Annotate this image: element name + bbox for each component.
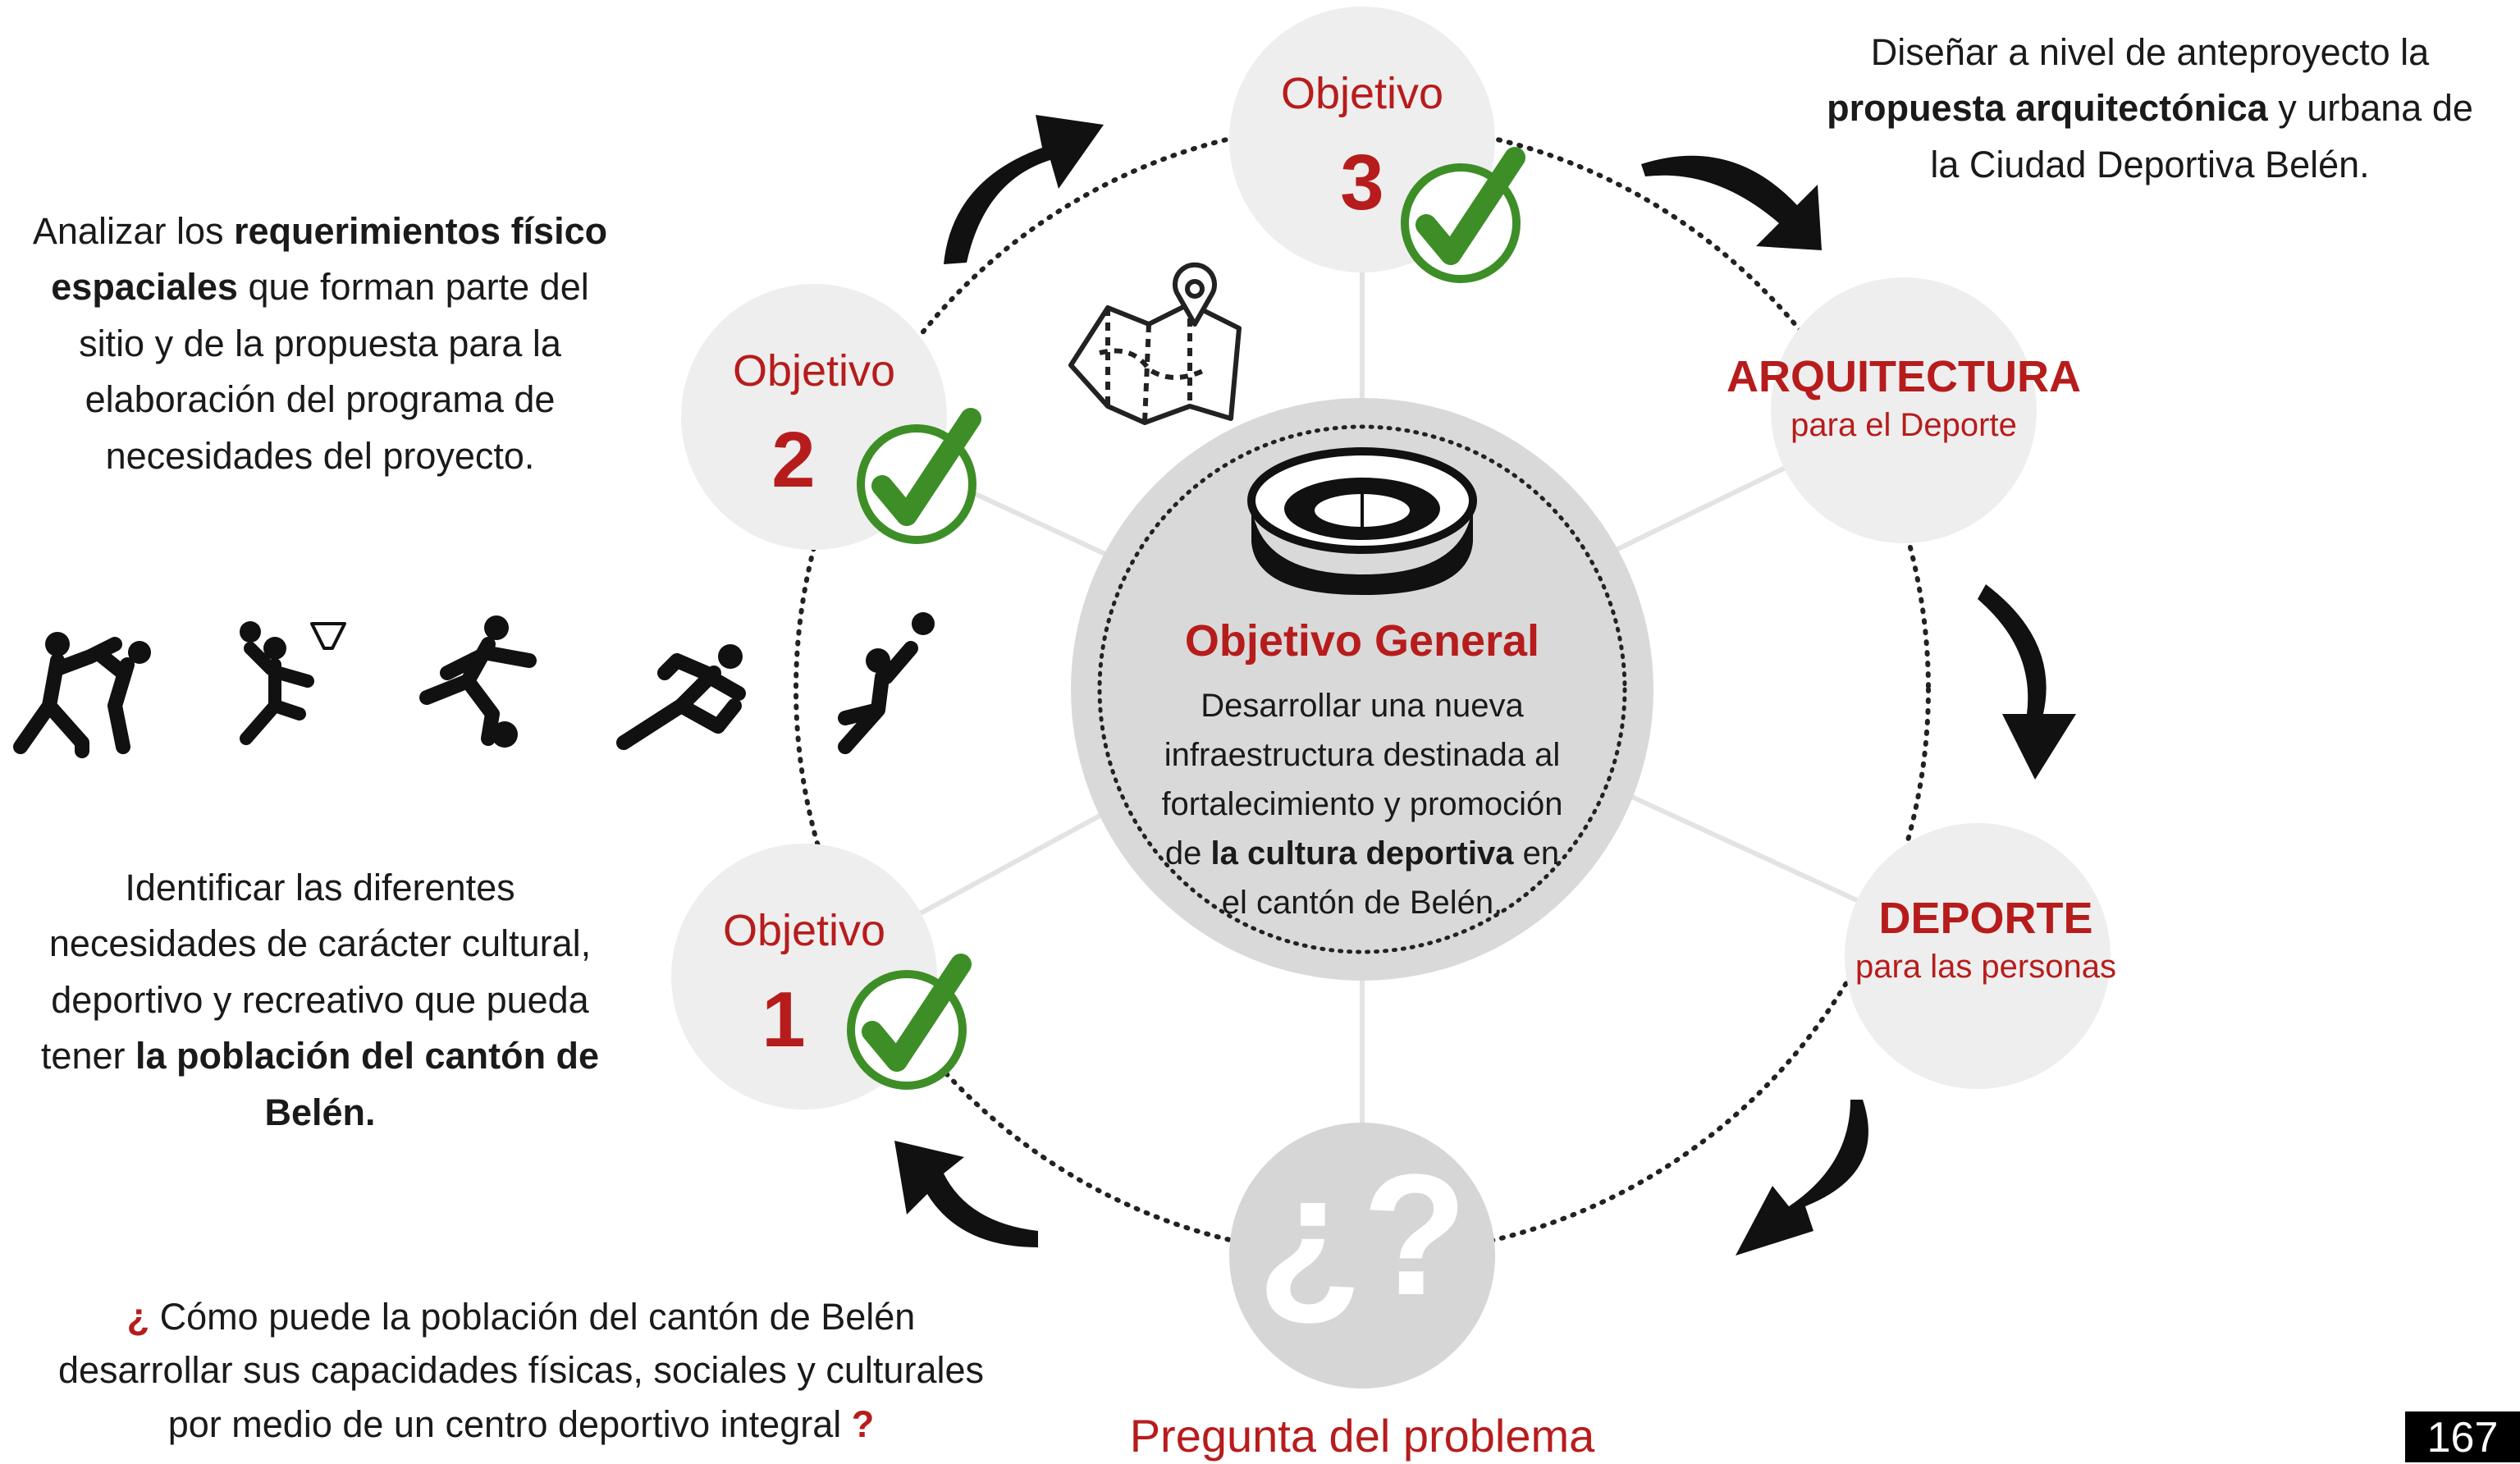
problem-question: ¿ Cómo puede la población del cantón de … <box>57 1296 984 1445</box>
problem-symbol: ¿? <box>1256 1138 1468 1331</box>
arrow-problem-to-obj1 <box>894 1141 1038 1247</box>
objective-3-label: Objetivo <box>1280 69 1444 118</box>
basketball-player-icon <box>240 621 346 745</box>
problem-node: ¿? <box>1229 1149 1495 1321</box>
stadium-icon <box>1247 447 1477 595</box>
objective-1-description: Identificar las diferentes necesidades d… <box>40 867 600 1133</box>
architecture-subtitle: para el Deporte <box>1791 407 2017 443</box>
general-objective-text: Objetivo General Desarrollar una nueva i… <box>1124 612 1600 927</box>
general-line-4: de la cultura deportiva en <box>1164 835 1560 872</box>
general-objective-dotted-ring <box>1097 424 1627 954</box>
objective-1-number: 1 <box>761 976 806 1064</box>
objective-2-label: Objetivo <box>732 346 896 396</box>
arrow-obj3-to-architecture <box>1641 155 1822 250</box>
page-number: 167 <box>2405 1411 2520 1462</box>
general-line-2: infraestructura destinada al <box>1164 737 1561 774</box>
general-line-5: el cantón de Belén. <box>1221 885 1503 922</box>
general-objective-title: Objetivo General <box>1184 616 1540 666</box>
objective-3-node: Objetivo 3 <box>1229 7 1495 272</box>
objective-3-description: Diseñar a nivel de anteproyecto la propu… <box>1827 31 2473 185</box>
curved-arrow-icons <box>894 115 2076 1256</box>
architecture-node: ARQUITECTURA para el Deporte <box>1723 351 2084 444</box>
architecture-circle <box>1771 277 2037 543</box>
objective-3-number: 3 <box>1340 139 1384 226</box>
sport-circle <box>1845 823 2111 1089</box>
general-line-3: fortalecimiento y promoción <box>1161 786 1563 823</box>
map-pin-icon <box>1068 262 1242 425</box>
runner-icon <box>616 644 746 750</box>
sport-node: DEPORTE para las personas <box>1805 893 2166 986</box>
sport-subtitle: para las personas <box>1855 949 2116 985</box>
general-objective-circle <box>1071 398 1653 981</box>
sport-title: DEPORTE <box>1878 894 2093 943</box>
soccer-player-icon <box>419 615 537 748</box>
volleyball-player-icon <box>838 612 935 754</box>
objective-2-description: Analizar los requerimientos físico espac… <box>32 210 608 477</box>
objective-1-label: Objetivo <box>722 906 886 955</box>
architecture-title: ARQUITECTURA <box>1726 352 2081 401</box>
problem-circle <box>1229 1123 1495 1389</box>
arrow-architecture-to-sport <box>1978 584 2076 780</box>
sports-pictograms <box>13 612 935 758</box>
problem-label: Pregunta del problema <box>1129 1410 1595 1462</box>
objective-2-node: Objetivo 2 <box>681 284 947 550</box>
objective-1-node: Objetivo 1 <box>671 844 937 1109</box>
objective-2-number: 2 <box>771 416 816 504</box>
general-bold-phrase: la cultura deportiva <box>1210 835 1514 872</box>
arrow-sport-to-problem <box>1736 1100 1868 1256</box>
arrow-obj2-to-obj3 <box>944 115 1104 264</box>
general-line-1: Desarrollar una nueva <box>1201 688 1524 725</box>
martial-arts-icon <box>13 632 151 758</box>
